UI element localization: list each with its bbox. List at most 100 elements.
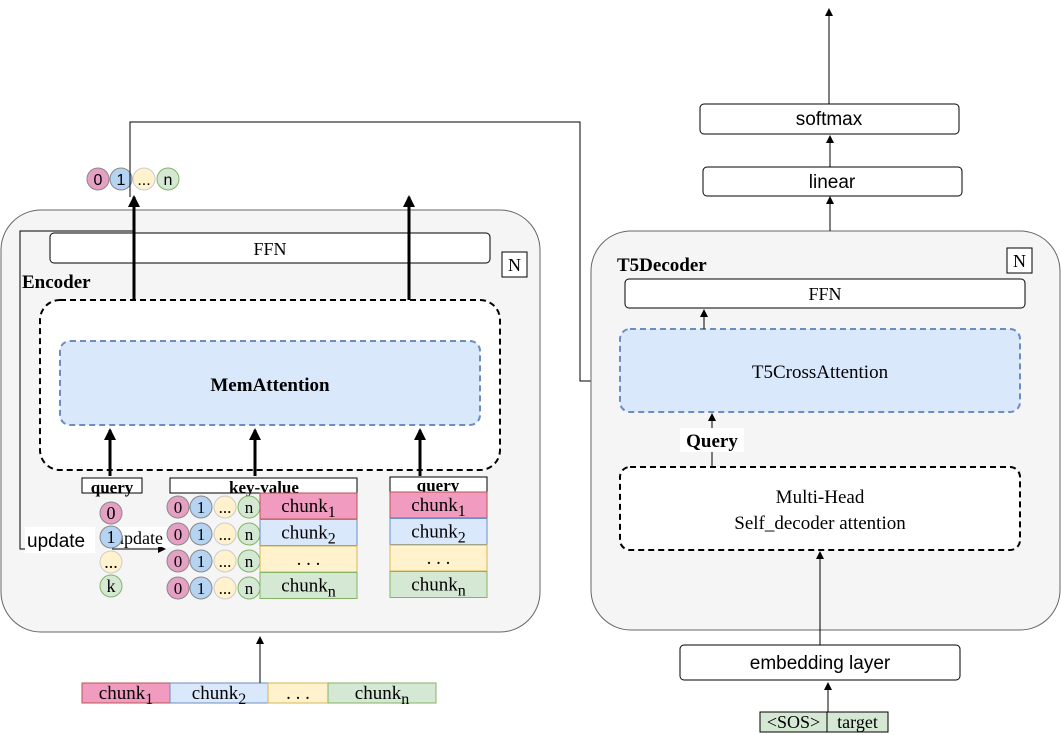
query-memory-slot-3 bbox=[99, 574, 123, 598]
kv-memory-label-0-2: ... bbox=[219, 498, 232, 517]
output-memory-label-2: ... bbox=[137, 172, 150, 189]
query-memory-header-box bbox=[81, 477, 143, 494]
query-chunk-box-3 bbox=[389, 571, 488, 598]
kv-memory-label-3-1: 1 bbox=[197, 579, 206, 598]
self-attention-box bbox=[619, 466, 1021, 551]
kv-memory-label-2-3: n bbox=[245, 552, 254, 571]
softmax-label: softmax bbox=[796, 109, 863, 130]
kv-memory-slot-2-2 bbox=[213, 549, 237, 573]
query-memory-header: query bbox=[91, 478, 134, 497]
update-inner-bg bbox=[118, 527, 173, 547]
kv-memory-label-0-3: n bbox=[245, 498, 254, 517]
kv-memory-label-1-0: 0 bbox=[174, 525, 183, 544]
kv-memory-slot-3-2 bbox=[213, 576, 237, 600]
embedding-box bbox=[679, 644, 961, 681]
input-chunk-label-1: chunk2 bbox=[192, 683, 246, 708]
decoder-repeat-label: N bbox=[1013, 251, 1026, 271]
target-box bbox=[826, 711, 889, 733]
encoder-repeat-box bbox=[501, 251, 528, 278]
self-attention-line1: Multi-Head bbox=[776, 487, 865, 508]
kv-memory-slot-1-2 bbox=[213, 522, 237, 546]
output-memory-slot-2 bbox=[132, 167, 156, 191]
kv-memory-slot-2-0 bbox=[166, 549, 190, 573]
kv-chunk-box-3 bbox=[259, 572, 358, 599]
query-memory-slot-1 bbox=[99, 525, 123, 549]
query-chunk-label-2: . . . bbox=[427, 548, 451, 569]
decoder-title: T5Decoder bbox=[617, 255, 707, 276]
linear-box bbox=[702, 166, 963, 197]
kv-memory-label-2-0: 0 bbox=[174, 552, 183, 571]
query-chunk-box-0 bbox=[389, 491, 488, 519]
embedding-label: embedding layer bbox=[750, 653, 891, 674]
output-memory: 0 1 ... n bbox=[86, 167, 180, 191]
target-label: target bbox=[837, 712, 878, 732]
encoder-ffn-label: FFN bbox=[253, 239, 286, 259]
query-chunk-box-2 bbox=[389, 544, 488, 572]
key-value-header: key-value bbox=[229, 478, 299, 497]
kv-chunk-label-3: chunkn bbox=[281, 576, 335, 601]
query-chunk-label-0: chunk1 bbox=[411, 495, 465, 520]
input-chunks: chunk1 chunk2 . . . chunkn bbox=[81, 682, 437, 708]
kv-memory-label-2-1: 1 bbox=[197, 552, 206, 571]
output-memory-slot-3 bbox=[156, 167, 180, 191]
output-memory-slot-0 bbox=[86, 167, 110, 191]
query-memory-label-2: ... bbox=[104, 552, 118, 572]
kv-memory-label-1-1: 1 bbox=[197, 525, 206, 544]
update-outer-bg bbox=[25, 527, 95, 553]
input-chunk-label-2: . . . bbox=[286, 683, 310, 704]
kv-memory-slot-0-0 bbox=[166, 495, 190, 519]
query-label-bg bbox=[680, 428, 744, 452]
query-memory-label-0: 0 bbox=[107, 503, 116, 523]
kv-memory-slot-0-1 bbox=[189, 495, 213, 519]
input-chunk-box-3 bbox=[327, 682, 437, 704]
input-chunk-label-3: chunkn bbox=[355, 683, 409, 708]
output-memory-label-0: 0 bbox=[94, 172, 103, 189]
encoder-ffn-box bbox=[49, 232, 491, 264]
output-memory-label-1: 1 bbox=[117, 172, 126, 189]
query-chunk-label-3: chunkn bbox=[411, 575, 465, 600]
kv-memory-label-0-1: 1 bbox=[197, 498, 206, 517]
encoder-title: Encoder bbox=[22, 272, 91, 293]
decoder-ffn-label: FFN bbox=[808, 284, 841, 304]
kv-chunk-box-1 bbox=[259, 519, 358, 546]
query-memory-slot-0 bbox=[99, 501, 123, 525]
self-attention-line2: Self_decoder attention bbox=[734, 513, 906, 534]
input-chunk-label-0: chunk1 bbox=[99, 683, 153, 708]
output-memory-label-3: n bbox=[164, 172, 173, 189]
query-memory-slot-2 bbox=[99, 550, 123, 574]
decoder-ffn-box bbox=[624, 278, 1026, 309]
cross-attention-label: T5CrossAttention bbox=[752, 362, 889, 383]
kv-memory-slot-3-1 bbox=[189, 576, 213, 600]
decoder-query-label: Query bbox=[686, 431, 738, 452]
mem-attention-box bbox=[59, 340, 481, 426]
mem-attention-label: MemAttention bbox=[210, 375, 330, 396]
kv-memory-slot-0-2 bbox=[213, 495, 237, 519]
linear-label: linear bbox=[809, 172, 856, 193]
encoder-repeat-label: N bbox=[508, 255, 521, 275]
kv-memory-slot-1-1 bbox=[189, 522, 213, 546]
query-chunk-label-1: chunk2 bbox=[411, 522, 465, 547]
kv-chunk-label-1: chunk2 bbox=[281, 523, 335, 548]
query-memory-label-1: 1 bbox=[107, 527, 116, 547]
query-chunk-box-1 bbox=[389, 518, 488, 545]
kv-memory-label-0-0: 0 bbox=[174, 498, 183, 517]
kv-chunk-label-2: . . . bbox=[297, 549, 321, 570]
kv-memory-label-2-2: ... bbox=[219, 552, 232, 571]
sos-label: <SOS> bbox=[767, 712, 820, 732]
kv-memory-label-3-0: 0 bbox=[174, 579, 183, 598]
kv-memory-label-1-3: n bbox=[245, 525, 254, 544]
kv-memory-label-3-3: n bbox=[245, 579, 254, 598]
update-outer-label: update bbox=[27, 531, 85, 552]
query-memory-label-3: k bbox=[107, 576, 116, 596]
kv-memory-slot-3-0 bbox=[166, 576, 190, 600]
decoder-repeat-box bbox=[1006, 247, 1033, 274]
kv-memory-slot-1-0 bbox=[166, 522, 190, 546]
kv-memory-slot-2-1 bbox=[189, 549, 213, 573]
cross-attention-box bbox=[619, 328, 1021, 413]
kv-memory-label-3-2: ... bbox=[219, 579, 232, 598]
kv-memory-label-1-2: ... bbox=[219, 525, 232, 544]
output-memory-slot-1 bbox=[109, 167, 133, 191]
query-chunks-header: query bbox=[417, 476, 460, 495]
